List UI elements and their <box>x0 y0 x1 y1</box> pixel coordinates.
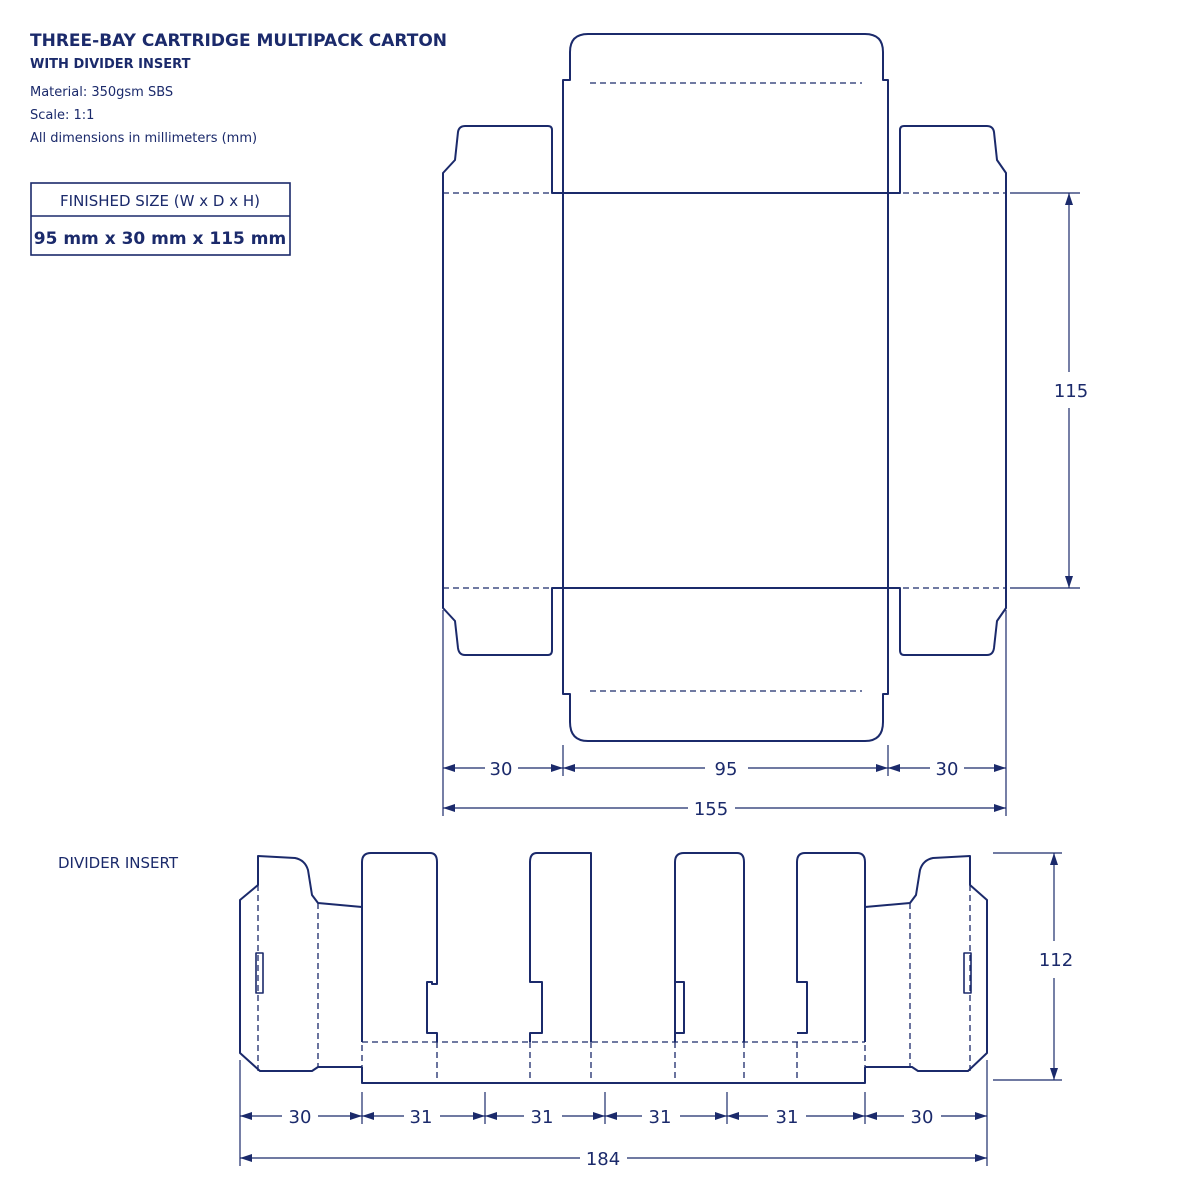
dim-end-right: 30 <box>911 1107 934 1128</box>
carton-dimensions: 30 95 30 155 115 <box>442 192 1088 820</box>
divider-left-end <box>239 855 363 1072</box>
divider-tab-2 <box>529 852 592 1042</box>
finished-size-heading: FINISHED SIZE (W x D x H) <box>60 192 260 210</box>
dim-flap-right: 30 <box>936 759 959 780</box>
divider-right-end <box>864 855 988 1072</box>
dim-panel: 95 <box>715 759 738 780</box>
divider-dieline <box>239 852 988 1084</box>
left-side-panel <box>442 125 563 656</box>
divider-tab-4 <box>796 852 866 1042</box>
dim-bay-4: 31 <box>776 1107 799 1128</box>
units-note: All dimensions in millimeters (mm) <box>30 131 257 146</box>
dim-height: 115 <box>1054 381 1088 402</box>
dim-divider-height: 112 <box>1039 950 1073 971</box>
dim-bay-3: 31 <box>649 1107 672 1128</box>
divider-label: DIVIDER INSERT <box>58 854 179 872</box>
finished-size-value: 95 mm x 30 mm x 115 mm <box>34 229 286 249</box>
scale-note: Scale: 1:1 <box>30 108 94 123</box>
dim-flap-left: 30 <box>490 759 513 780</box>
front-panel <box>562 192 889 589</box>
dim-total-width: 155 <box>694 799 728 820</box>
top-tuck-flap <box>562 33 889 193</box>
drawing-subtitle: WITH DIVIDER INSERT <box>30 57 191 72</box>
divider-base <box>361 1067 866 1084</box>
dim-bay-2: 31 <box>531 1107 554 1128</box>
divider-tab-3 <box>674 852 745 1042</box>
divider-dimensions: 30 31 31 31 31 30 18 <box>239 852 1073 1170</box>
dim-bay-1: 31 <box>410 1107 433 1128</box>
divider-tab-1 <box>361 852 438 1042</box>
bottom-tuck-flap <box>562 588 889 742</box>
material-note: Material: 350gsm SBS <box>30 85 173 100</box>
drawing-title: THREE-BAY CARTRIDGE MULTIPACK CARTON <box>30 31 447 51</box>
carton-dieline <box>442 33 1007 742</box>
dim-divider-total: 184 <box>586 1149 620 1170</box>
right-side-panel <box>888 125 1007 656</box>
finished-size-box: FINISHED SIZE (W x D x H) 95 mm x 30 mm … <box>30 182 291 256</box>
dim-end-left: 30 <box>289 1107 312 1128</box>
